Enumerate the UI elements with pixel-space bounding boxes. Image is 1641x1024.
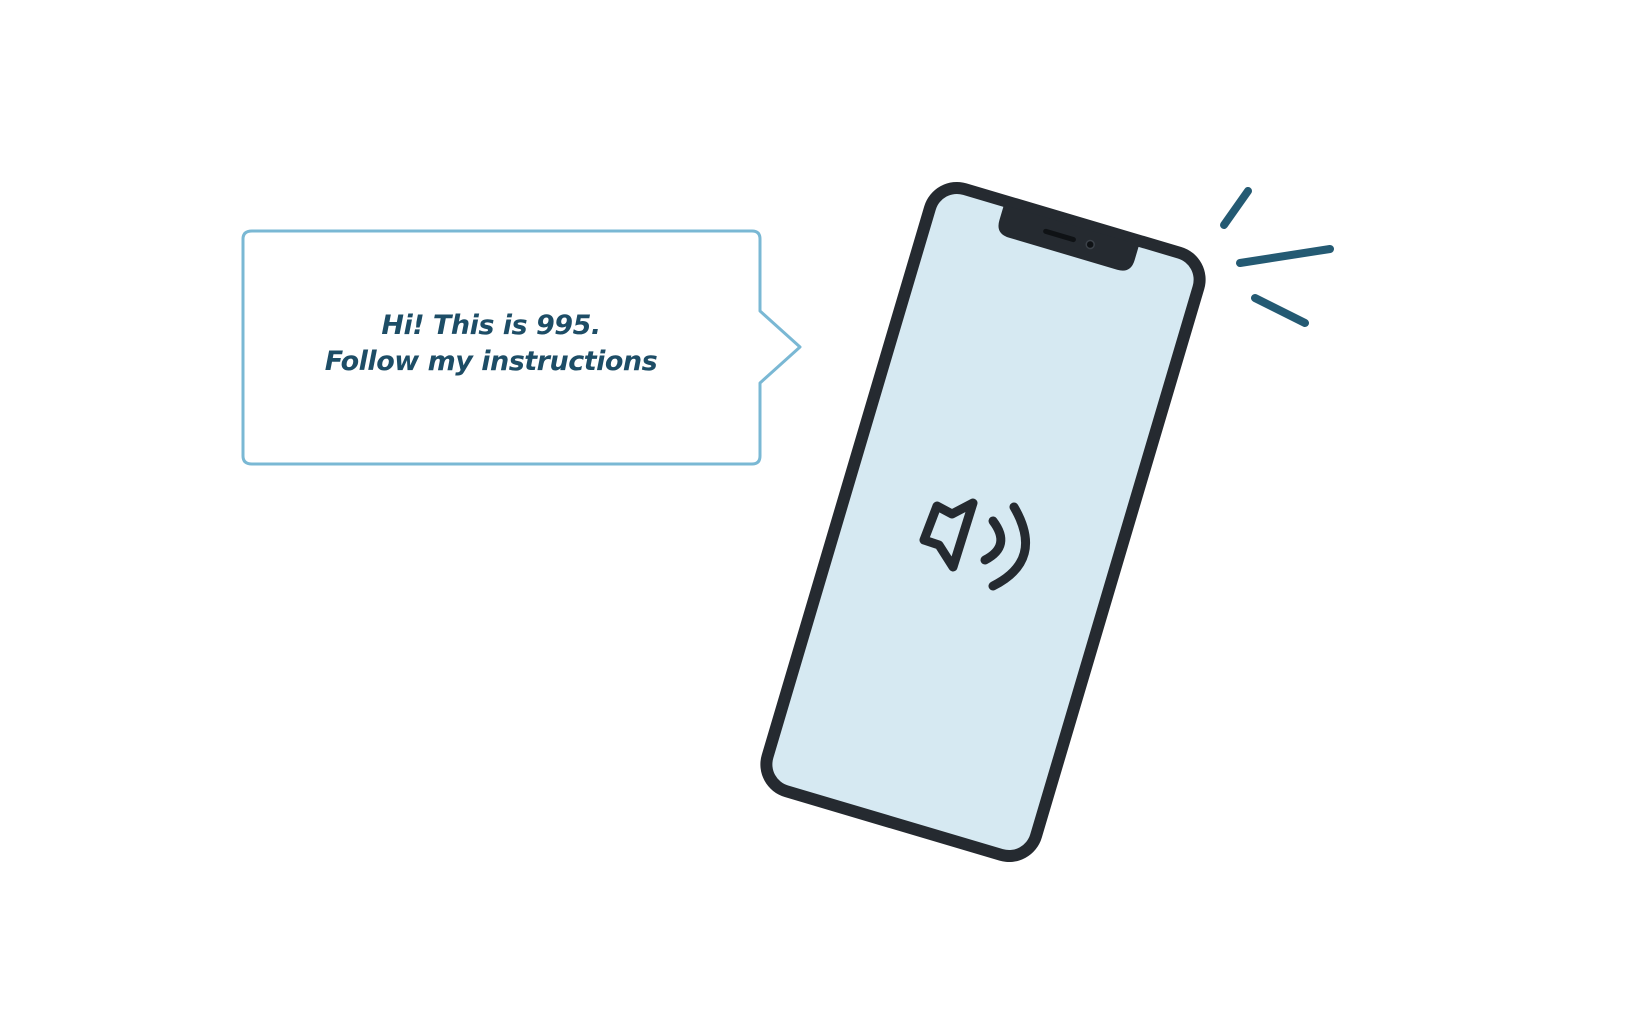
speech-bubble-line-1: Hi! This is 995.: [381, 310, 601, 341]
speech-bubble: [241, 229, 802, 466]
speech-bubble-text: Hi! This is 995. Follow my instructions: [246, 308, 736, 380]
speech-bubble-line-2: Follow my instructions: [324, 346, 658, 377]
smartphone-icon: [760, 181, 1206, 863]
ringing-lines-icon: [1220, 187, 1334, 327]
speaker-volume-icon: [919, 498, 1031, 591]
